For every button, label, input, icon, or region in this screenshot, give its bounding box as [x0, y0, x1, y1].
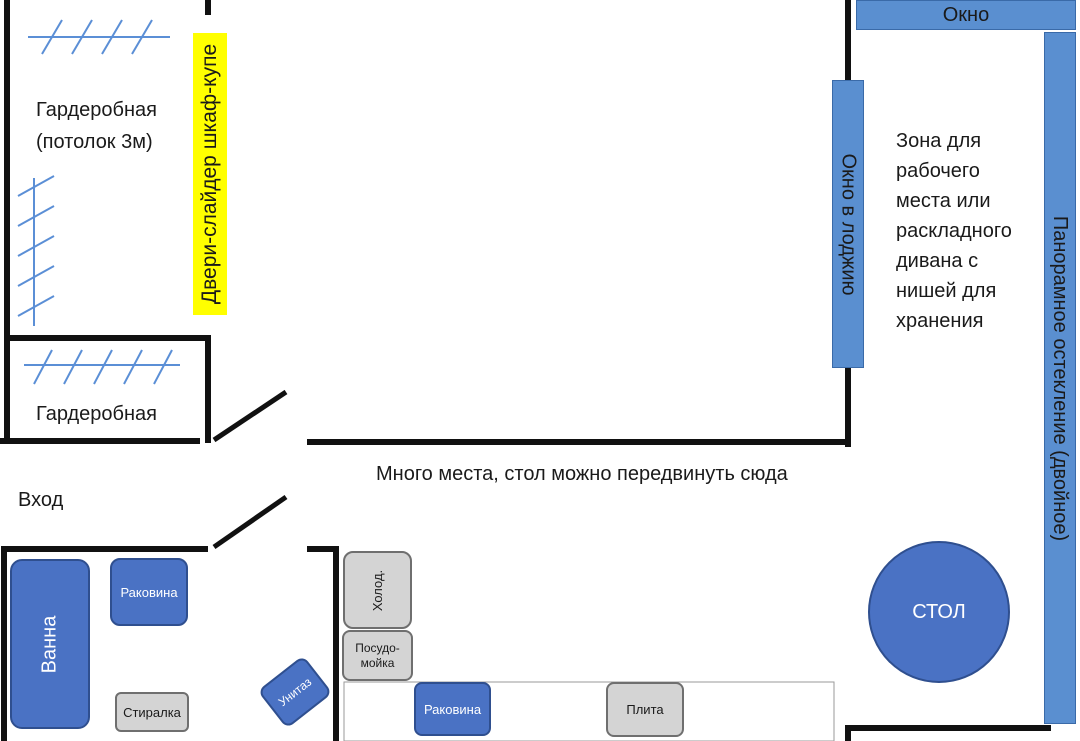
washing-machine: Стиралка: [115, 692, 189, 732]
kitchen-sink-label: Раковина: [423, 701, 482, 717]
dishwasher-label-1: Посудо-: [355, 640, 400, 655]
work-zone-line: дивана с: [896, 250, 979, 272]
window-top-label: Окно: [942, 3, 990, 26]
bath-sink: Раковина: [110, 558, 188, 626]
window-loggia-label: Окно в лоджию: [837, 152, 860, 296]
rail-top-horizontal: [28, 19, 170, 55]
rail-small-wardrobe: [24, 349, 180, 385]
sliding-doors-highlight: Двери-слайдер шкаф-купе: [193, 33, 227, 315]
sliding-doors-label: Двери-слайдер шкаф-купе: [198, 43, 222, 305]
window-panoramic: Панорамное остекление (двойное): [1044, 32, 1076, 724]
window-loggia: Окно в лоджию: [832, 80, 864, 368]
door-swing-lower: [212, 494, 288, 550]
kitchen-sink: Раковина: [414, 682, 491, 736]
bath-sink-label: Раковина: [120, 584, 178, 600]
dishwasher-label-2: мойка: [360, 655, 395, 670]
work-zone-line: раскладного: [896, 220, 1012, 242]
wardrobe-small-label: Гардеробная: [36, 403, 157, 425]
wardrobe-main-label: Гардеробная: [36, 99, 157, 121]
work-zone-line: нишей для: [896, 280, 997, 302]
washing-machine-label: Стиралка: [123, 704, 181, 720]
fridge-label: Холод.: [370, 569, 385, 611]
table-label: СТОЛ: [912, 600, 966, 623]
stove-label: Плита: [626, 702, 664, 717]
work-zone-line: рабочего: [896, 160, 980, 182]
work-zone-line: места или: [896, 190, 991, 212]
dishwasher: Посудо- мойка: [342, 630, 413, 681]
toilet-label: Унитаз: [275, 674, 315, 710]
wardrobe-main-note: (потолок 3м): [36, 131, 153, 153]
fridge: Холод.: [343, 551, 412, 629]
work-zone-text: Зона для рабочего места или раскладного …: [896, 126, 1041, 336]
window-top: Окно: [856, 0, 1076, 30]
entrance-label: Вход: [18, 489, 64, 511]
stove: Плита: [606, 682, 684, 737]
work-zone-line: хранения: [896, 310, 984, 332]
rail-left-vertical: [17, 175, 55, 326]
window-panoramic-label: Панорамное остекление (двойное): [1049, 215, 1072, 541]
corridor-note: Много места, стол можно передвинуть сюда: [376, 463, 788, 485]
work-zone-line: Зона для: [896, 130, 982, 152]
round-table: СТОЛ: [868, 541, 1010, 683]
door-swing-upper: [212, 389, 288, 443]
kitchen-counter: [343, 681, 835, 741]
bathtub: Ванна: [10, 559, 90, 729]
bathtub-label: Ванна: [38, 615, 61, 673]
